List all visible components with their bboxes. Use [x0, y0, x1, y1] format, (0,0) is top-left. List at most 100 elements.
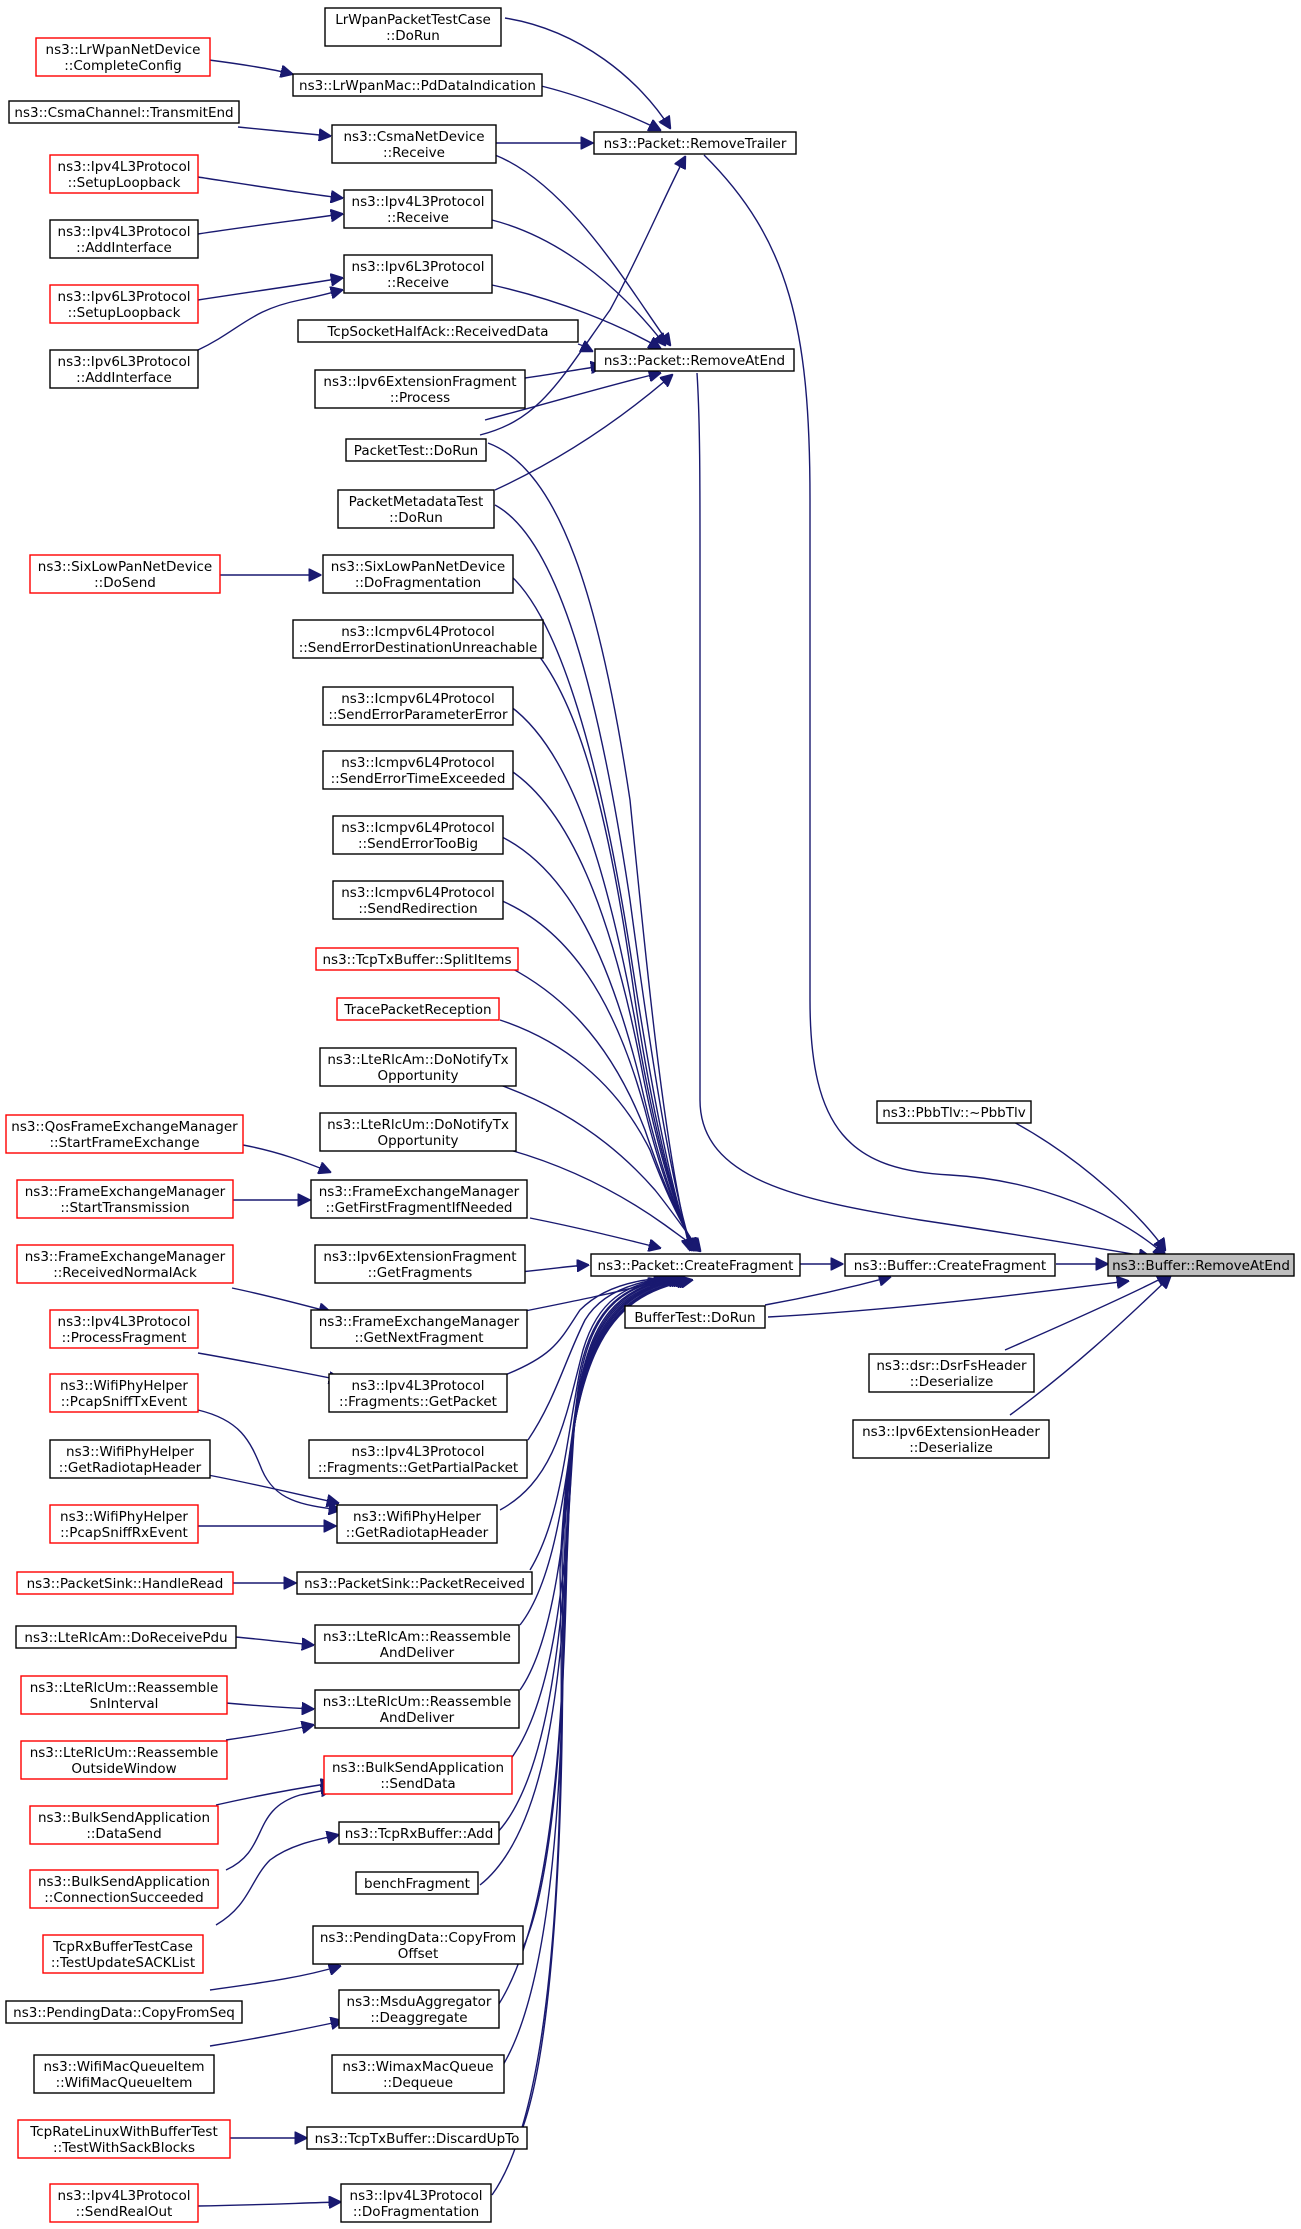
node-icmpv6-time[interactable]: ns3::Icmpv6L4Protocol::SendErrorTimeExce…	[322, 750, 514, 790]
edge	[521, 1279, 684, 1951]
node-lrwpan-completeconfig[interactable]: ns3::LrWpanNetDevice::CompleteConfig	[35, 37, 211, 77]
node-ipv4l3-processfrag[interactable]: ns3::Ipv4L3Protocol::ProcessFragment	[49, 1309, 199, 1349]
node-ipv4l3-addif[interactable]: ns3::Ipv4L3Protocol::AddInterface	[49, 219, 199, 259]
node-label: ::Receive	[387, 275, 449, 291]
node-tcprate-sack[interactable]: TcpRateLinuxWithBufferTest::TestWithSack…	[17, 2119, 231, 2159]
node-wifiphy-pcaptx[interactable]: ns3::WifiPhyHelper::PcapSniffTxEvent	[49, 1373, 199, 1413]
node-packettest-dorun[interactable]: PacketTest::DoRun	[345, 438, 487, 462]
node-ipv6ext-deserialize[interactable]: ns3::Ipv6ExtensionHeader::Deserialize	[852, 1419, 1050, 1459]
node-ipv6l3-receive[interactable]: ns3::Ipv6L3Protocol::Receive	[343, 254, 493, 294]
node-ipv6fragment-process[interactable]: ns3::Ipv6ExtensionFragment::Process	[314, 369, 526, 409]
edge	[197, 2202, 340, 2206]
node-benchfragment[interactable]: benchFragment	[355, 1871, 479, 1895]
node-icmpv6-toobig[interactable]: ns3::Icmpv6L4Protocol::SendErrorTooBig	[332, 815, 504, 855]
node-wimax-dequeue[interactable]: ns3::WimaxMacQueue::Dequeue	[331, 2054, 505, 2094]
node-tracepacket[interactable]: TracePacketReception	[336, 997, 500, 1021]
node-lrwpantest-dorun[interactable]: LrWpanPacketTestCase::DoRun	[324, 7, 502, 47]
edge	[703, 154, 1165, 1255]
node-csmachannel-tx[interactable]: ns3::CsmaChannel::TransmitEnd	[8, 100, 240, 124]
node-label: ns3::LteRlcUm::Reassemble	[323, 1694, 512, 1710]
node-wifiphy-getradiotap2[interactable]: ns3::WifiPhyHelper::GetRadiotapHeader	[49, 1439, 211, 1479]
node-fem-firstfrag[interactable]: ns3::FrameExchangeManager::GetFirstFragm…	[310, 1179, 528, 1219]
node-dsrfs-deserialize[interactable]: ns3::dsr::DsrFsHeader::Deserialize	[868, 1353, 1035, 1393]
node-wifiphy-getradiotap[interactable]: ns3::WifiPhyHelper::GetRadiotapHeader	[336, 1504, 498, 1544]
node-label: ::SetupLoopback	[68, 175, 181, 191]
edge	[509, 705, 694, 1250]
node-packetsink-received[interactable]: ns3::PacketSink::PacketReceived	[296, 1571, 533, 1595]
node-icmpv6-param[interactable]: ns3::Icmpv6L4Protocol::SendErrorParamete…	[322, 686, 514, 726]
node-icmpv6-redirect[interactable]: ns3::Icmpv6L4Protocol::SendRedirection	[332, 880, 504, 920]
node-fem-nextfrag[interactable]: ns3::FrameExchangeManager::GetNextFragme…	[310, 1309, 528, 1349]
edge	[1009, 1119, 1165, 1250]
node-ipv4l3-receive[interactable]: ns3::Ipv4L3Protocol::Receive	[343, 189, 493, 229]
node-wifiphy-pcaprx[interactable]: ns3::WifiPhyHelper::PcapSniffRxEvent	[49, 1504, 199, 1544]
node-packetsink-handleread[interactable]: ns3::PacketSink::HandleRead	[16, 1571, 234, 1595]
edge	[764, 1277, 890, 1306]
node-box	[49, 284, 199, 324]
node-tcprx-add[interactable]: ns3::TcpRxBuffer::Add	[338, 1821, 500, 1845]
node-fem-normalack[interactable]: ns3::FrameExchangeManager::ReceivedNorma…	[16, 1244, 234, 1284]
node-buffertest-dorun[interactable]: BufferTest::DoRun	[624, 1305, 766, 1329]
node-label: TcpRxBufferTestCase	[52, 1939, 193, 1955]
node-label: ::ConnectionSucceeded	[44, 1890, 204, 1906]
edge	[509, 769, 695, 1250]
node-tcptx-split[interactable]: ns3::TcpTxBuffer::SplitItems	[315, 947, 519, 971]
node-bulksend-datasend[interactable]: ns3::BulkSendApplication::DataSend	[29, 1805, 219, 1845]
node-ipv4frag-partial[interactable]: ns3::Ipv4L3Protocol::Fragments::GetParti…	[308, 1439, 528, 1479]
node-ipv6fragment-getfrag[interactable]: ns3::Ipv6ExtensionFragment::GetFragments	[314, 1244, 526, 1284]
node-packetmeta-dorun[interactable]: PacketMetadataTest::DoRun	[337, 489, 495, 529]
node-label: ::SendData	[380, 1776, 455, 1792]
node-buffer-createfragment[interactable]: ns3::Buffer::CreateFragment	[844, 1253, 1056, 1277]
node-lrwpanmac-pddata[interactable]: ns3::LrWpanMac::PdDataIndication	[292, 73, 543, 97]
node-qosfem-start[interactable]: ns3::QosFrameExchangeManager::StartFrame…	[5, 1114, 244, 1154]
node-ipv4l3-sendrealout[interactable]: ns3::Ipv4L3Protocol::SendRealOut	[49, 2183, 199, 2223]
node-remove-at-end-buf[interactable]: ns3::Buffer::RemoveAtEnd	[1107, 1253, 1295, 1277]
node-label: ::Receive	[383, 145, 445, 161]
node-lterlcam-doreceive[interactable]: ns3::LteRlcAm::DoReceivePdu	[15, 1625, 237, 1649]
node-packet-createfragment[interactable]: ns3::Packet::CreateFragment	[590, 1253, 801, 1277]
node-ipv6l3-addif[interactable]: ns3::Ipv6L3Protocol::AddInterface	[49, 349, 199, 389]
node-tcphalfack[interactable]: TcpSocketHalfAck::ReceivedData	[297, 319, 579, 343]
node-pbbtlv[interactable]: ns3::PbbTlv::~PbbTlv	[876, 1100, 1032, 1124]
node-wifimacq-item[interactable]: ns3::WifiMacQueueItem::WifiMacQueueItem	[33, 2054, 215, 2094]
node-ipv4l3-setuploop[interactable]: ns3::Ipv4L3Protocol::SetupLoopback	[49, 154, 199, 194]
edge	[577, 344, 592, 351]
node-label: ns3::FrameExchangeManager	[319, 1184, 520, 1200]
node-pending-copyseq[interactable]: ns3::PendingData::CopyFromSeq	[5, 2000, 243, 2024]
node-label: ::Deaggregate	[370, 2010, 467, 2026]
node-csmanet-receive[interactable]: ns3::CsmaNetDevice::Receive	[331, 124, 497, 164]
node-icmpv6-dest[interactable]: ns3::Icmpv6L4Protocol::SendErrorDestinat…	[292, 619, 544, 659]
node-box	[33, 2054, 215, 2094]
node-tcptx-discard[interactable]: ns3::TcpTxBuffer::DiscardUpTo	[306, 2126, 528, 2150]
node-box	[42, 1934, 204, 1974]
node-label: ns3::Ipv6L3Protocol	[58, 289, 191, 305]
node-label: ::Receive	[387, 210, 449, 226]
node-ipv4frag-getpacket[interactable]: ns3::Ipv4L3Protocol::Fragments::GetPacke…	[328, 1373, 508, 1413]
node-tcprxtest-sack[interactable]: TcpRxBufferTestCase::TestUpdateSACKList	[42, 1934, 204, 1974]
node-label: ns3::Packet::RemoveAtEnd	[604, 353, 785, 369]
node-bulksend-senddata[interactable]: ns3::BulkSendApplication::SendData	[323, 1755, 513, 1795]
node-ipv4l3-dofrag[interactable]: ns3::Ipv4L3Protocol::DoFragmentation	[340, 2183, 492, 2223]
node-label: ns3::PacketSink::PacketReceived	[304, 1576, 525, 1592]
node-packet-removetrailer[interactable]: ns3::Packet::RemoveTrailer	[593, 131, 797, 155]
node-msdu-deagg[interactable]: ns3::MsduAggregator::Deaggregate	[338, 1989, 500, 2029]
node-box	[308, 1439, 528, 1479]
node-fem-starttx[interactable]: ns3::FrameExchangeManager::StartTransmis…	[16, 1179, 234, 1219]
node-label: ::DoSend	[94, 575, 156, 591]
node-label: ns3::Ipv4L3Protocol	[352, 1378, 485, 1394]
node-sixlowpan-dosend[interactable]: ns3::SixLowPanNetDevice::DoSend	[29, 554, 221, 594]
node-label: ::SendErrorParameterError	[328, 707, 508, 723]
node-packet-removeatend[interactable]: ns3::Packet::RemoveAtEnd	[594, 348, 795, 372]
node-label: ::Dequeue	[383, 2075, 453, 2091]
node-ipv6l3-setuploop[interactable]: ns3::Ipv6L3Protocol::SetupLoopback	[49, 284, 199, 324]
node-bulksend-connsucc[interactable]: ns3::BulkSendApplication::ConnectionSucc…	[29, 1869, 219, 1909]
node-sixlowpan-dofrag[interactable]: ns3::SixLowPanNetDevice::DoFragmentation	[322, 554, 514, 594]
